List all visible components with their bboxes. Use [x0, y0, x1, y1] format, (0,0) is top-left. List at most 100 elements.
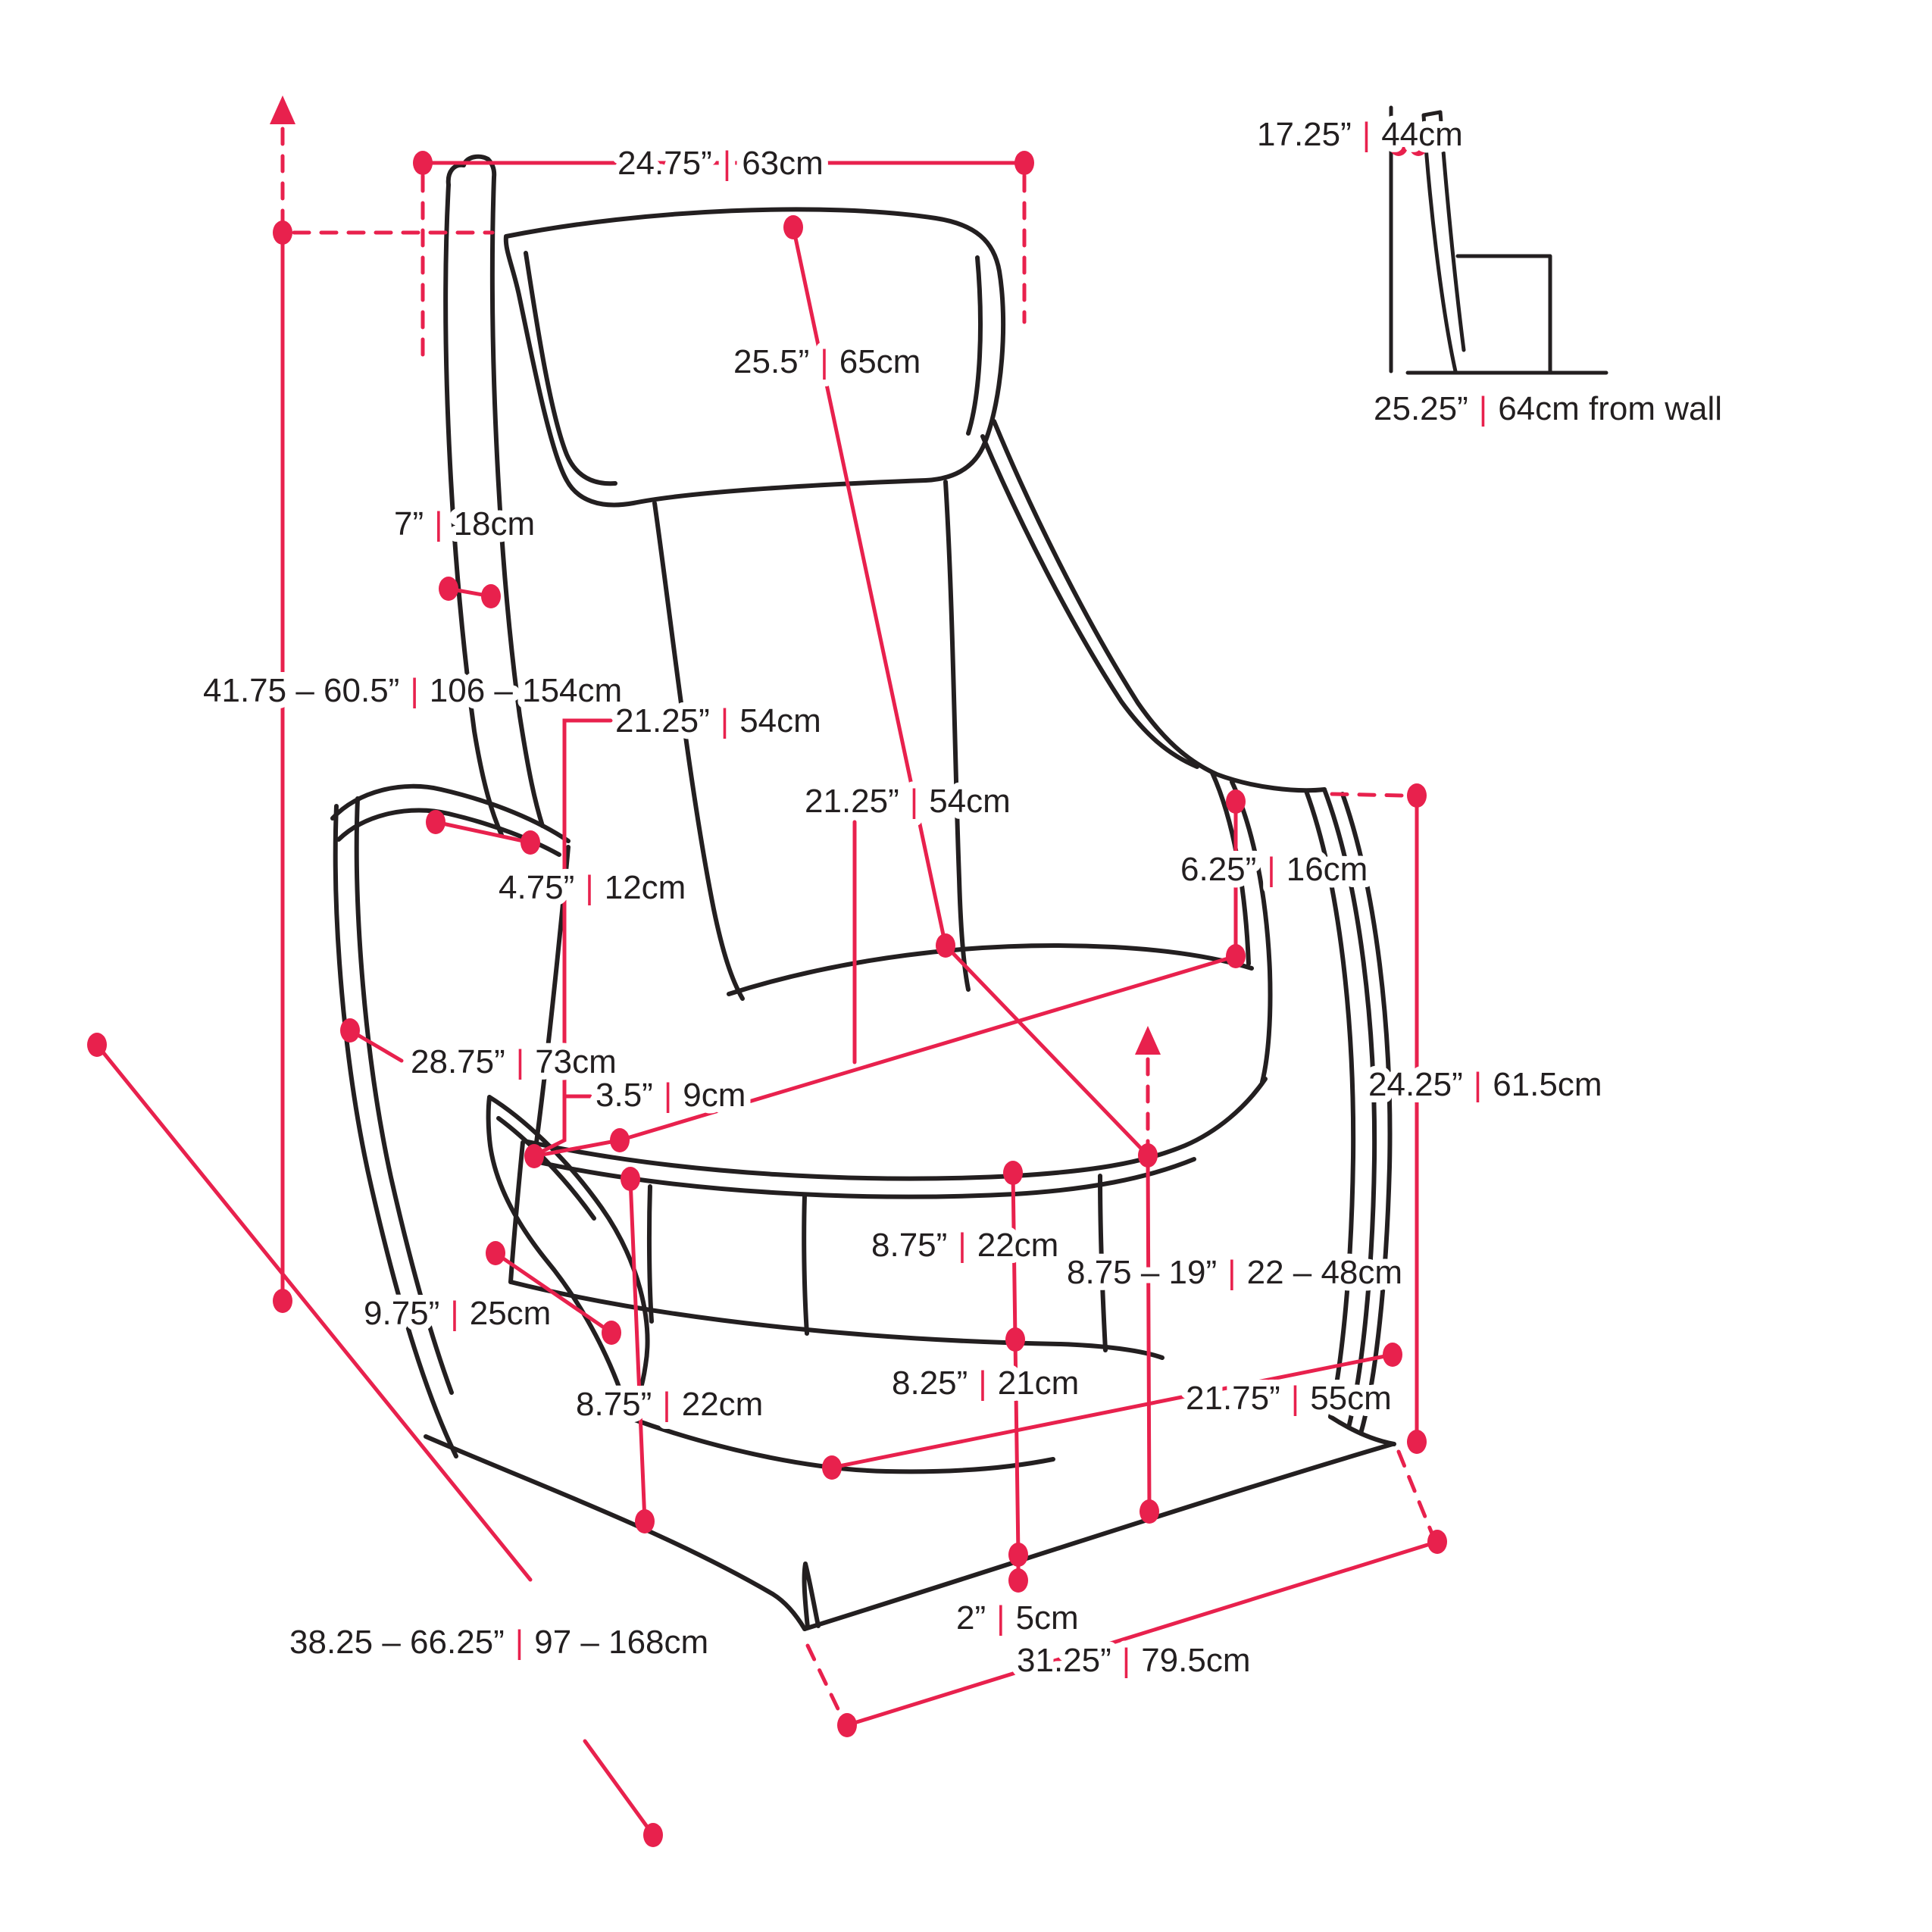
dim-inches: 2” — [956, 1599, 986, 1637]
dim-back-length-label: 25.5”|65cm — [733, 343, 921, 380]
dim-cm: 97 – 168cm — [534, 1624, 708, 1661]
dim-cm: 64cm from wall — [1498, 390, 1722, 427]
dim-cm: 21cm — [998, 1365, 1080, 1402]
measure-dot — [1407, 783, 1427, 808]
chair-right-arm-piping-2 — [1340, 792, 1393, 1436]
dim-inches: 6.25” — [1180, 851, 1256, 888]
inset-chair-seat — [1455, 254, 1552, 375]
measure-dot — [1226, 789, 1246, 814]
measure-dot — [1008, 1568, 1028, 1593]
measure-dot — [486, 1241, 505, 1265]
chair-base-foot — [802, 1562, 821, 1630]
chair-left-arm-top-outer — [330, 783, 571, 843]
measure-seat-width-line — [532, 954, 1238, 1158]
dim-inches: 31.25” — [1017, 1642, 1111, 1679]
dim-reclined-length-label: 38.25 – 66.25”|97 – 168cm — [289, 1624, 708, 1661]
measure-dot — [1226, 944, 1246, 968]
chair-back-right-edge — [943, 480, 971, 992]
chair-right-wing-outer — [992, 419, 1327, 793]
inset-gap-dot-right — [1408, 132, 1428, 156]
measure-seat-front-height-line — [1011, 1171, 1018, 1342]
dim-separator: | — [1474, 1066, 1482, 1103]
measure-base-width-line — [830, 1352, 1395, 1470]
dim-separator: | — [723, 145, 731, 182]
measurement-overlay — [87, 95, 1447, 1847]
measure-dot — [1383, 1343, 1402, 1367]
measure-dot — [340, 1018, 360, 1043]
measure-dot — [1003, 1161, 1023, 1185]
measure-dot — [1140, 1499, 1159, 1524]
dim-cm: 55cm — [1310, 1380, 1392, 1417]
dim-seat-depth-label: 21.25” | 54cm — [615, 702, 821, 739]
dim-separator: | — [516, 1043, 524, 1080]
dim-separator: | — [721, 702, 729, 739]
measure-base-depth-dashed-right — [1396, 1449, 1434, 1536]
measure-dot — [822, 1455, 842, 1480]
dim-cm: 12cm — [605, 869, 686, 906]
measure-dot — [273, 1289, 292, 1313]
measure-base-height-line — [1013, 1337, 1021, 1557]
chair-lift-post-cap — [445, 154, 497, 187]
dim-inches: 21.25” — [615, 702, 710, 739]
dim-inches: 8.75” — [871, 1227, 947, 1264]
measure-base-depth-line — [845, 1540, 1440, 1727]
dim-separator: | — [662, 1386, 671, 1423]
dim-separator: | — [978, 1365, 986, 1402]
dim-cm: 22cm — [977, 1227, 1059, 1264]
dim-back-panel-height-label: 24.25”|61.5cm — [1368, 1066, 1602, 1103]
chair-base-rail — [628, 1416, 1055, 1474]
measure-dot — [413, 151, 433, 175]
measure-dot — [610, 1128, 630, 1152]
dim-inches: 41.75 – 60.5” — [203, 672, 399, 709]
dim-cm: 54cm — [929, 783, 1011, 820]
dim-separator: | — [1479, 390, 1487, 427]
dim-inches: 25.5” — [733, 343, 809, 380]
measure-pocket-width-line — [493, 1251, 614, 1335]
dim-pocket-height-label: 8.75”|22cm — [576, 1386, 763, 1423]
dim-separator: | — [585, 869, 593, 906]
measure-dot — [936, 933, 955, 958]
chair-line-art — [330, 154, 1396, 1631]
dim-inches: 38.25 – 66.25” — [289, 1624, 505, 1661]
dim-cm: 44cm — [1381, 116, 1463, 153]
dim-armrest-height-label: 28.75”|73cm — [411, 1043, 617, 1080]
dim-separator: | — [410, 672, 418, 709]
chair-right-arm-piping-1 — [1322, 787, 1377, 1430]
measure-dot — [621, 1167, 640, 1191]
dim-cm: 54cm — [739, 702, 821, 739]
chair-lift-post-right — [489, 175, 545, 828]
chair-headrest-piping-left — [524, 251, 617, 486]
chair-seat-front-edge — [522, 1077, 1268, 1181]
dimension-labels: 24.75”|63cm 25.5”|65cm 7”|18cm 41.75 – 6… — [196, 109, 1729, 1686]
dim-seat-width-label: 21.25”|54cm — [805, 783, 1011, 820]
chair-footrest-seam-3 — [1098, 1174, 1108, 1352]
chair-left-arm-front-outer — [333, 804, 458, 1458]
dim-separator: | — [820, 343, 828, 380]
dim-separator: | — [1291, 1380, 1299, 1417]
chair-right-wing-inner — [980, 434, 1199, 769]
measure-dot — [481, 584, 501, 608]
dim-headrest-post-width-label: 7”|18cm — [394, 505, 535, 542]
dim-inches: 9.75” — [364, 1295, 439, 1332]
measure-dot — [273, 220, 292, 245]
chair-right-arm-inner-1 — [1230, 780, 1273, 1084]
measure-dot — [1427, 1530, 1447, 1554]
measure-dot — [602, 1321, 621, 1345]
dim-inches: 24.75” — [617, 145, 712, 182]
chair-left-arm-front-inner — [354, 796, 454, 1395]
dim-arm-seat-gap-label: 3.5”|9cm — [596, 1077, 746, 1114]
dim-base-height-label: 8.25”|21cm — [892, 1365, 1079, 1402]
dim-seat-front-height-label: 8.75”|22cm — [871, 1227, 1058, 1264]
dim-inset-top-gap-label: 17.25”|44cm — [1257, 116, 1463, 153]
measure-dot — [1008, 1543, 1028, 1567]
dim-pocket-width-label: 9.75”|25cm — [364, 1295, 551, 1332]
dim-base-width-label: 21.75”|55cm — [1186, 1380, 1392, 1417]
dim-inches: 24.25” — [1368, 1066, 1463, 1103]
dim-inches: 4.75” — [499, 869, 574, 906]
chair-footrest-seam-1 — [646, 1184, 654, 1324]
dim-cm: 18cm — [454, 505, 536, 542]
dim-separator: | — [1362, 116, 1371, 153]
measure-dot — [426, 810, 445, 834]
